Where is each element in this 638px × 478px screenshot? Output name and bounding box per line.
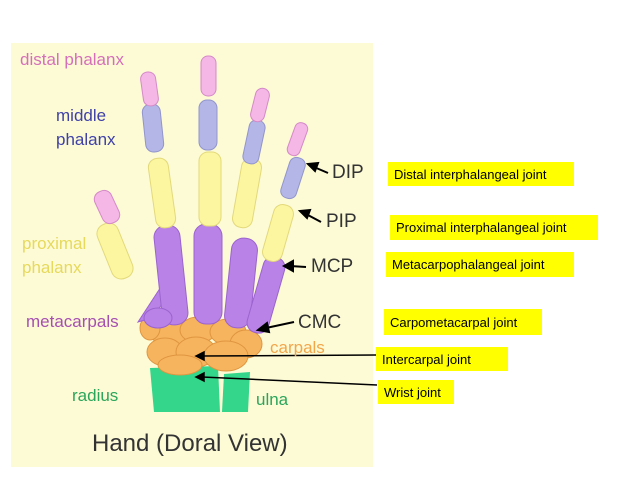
ulna-bone bbox=[222, 372, 250, 412]
radius-label: radius bbox=[72, 386, 119, 405]
distal-phalanx-label: distal phalanx bbox=[20, 50, 124, 69]
proximal-interphalangeal-callout: Proximal interphalangeal joint bbox=[390, 215, 598, 240]
callout-leader-lines bbox=[194, 350, 378, 386]
ulna-label: ulna bbox=[256, 390, 289, 409]
carpals-label: carpals bbox=[270, 338, 325, 357]
distal-phalanx-bones bbox=[93, 55, 309, 225]
middle-phalanx-bones bbox=[141, 99, 306, 200]
middle-phalanx-label-line1: middle bbox=[56, 106, 107, 125]
pip-label: PIP bbox=[326, 211, 357, 232]
metacarpophalangeal-callout: Metacarpophalangeal joint bbox=[386, 252, 574, 277]
distal-interphalangeal-callout: Distal interphalangeal joint bbox=[388, 162, 574, 186]
metacarpals-label: metacarpals bbox=[26, 312, 119, 331]
joint-pointer-arrows bbox=[255, 161, 329, 334]
middle-phalanx-label-line2: phalanx bbox=[56, 130, 116, 149]
mcp-label: MCP bbox=[311, 256, 354, 277]
carpometacarpal-callout: Carpometacarpal joint bbox=[384, 309, 542, 335]
cmc-label: CMC bbox=[298, 312, 342, 333]
forearm-bones bbox=[150, 366, 250, 412]
proximal-phalanx-label-line2: phalanx bbox=[22, 258, 82, 277]
dip-label: DIP bbox=[332, 162, 364, 183]
diagram-title: Hand (Doral View) bbox=[92, 430, 288, 457]
proximal-phalanx-label-line1: proximal bbox=[22, 234, 87, 253]
wrist-callout: Wrist joint bbox=[378, 380, 454, 404]
intercarpal-callout: Intercarpal joint bbox=[376, 347, 508, 371]
proximal-phalanx-bones bbox=[96, 151, 294, 280]
